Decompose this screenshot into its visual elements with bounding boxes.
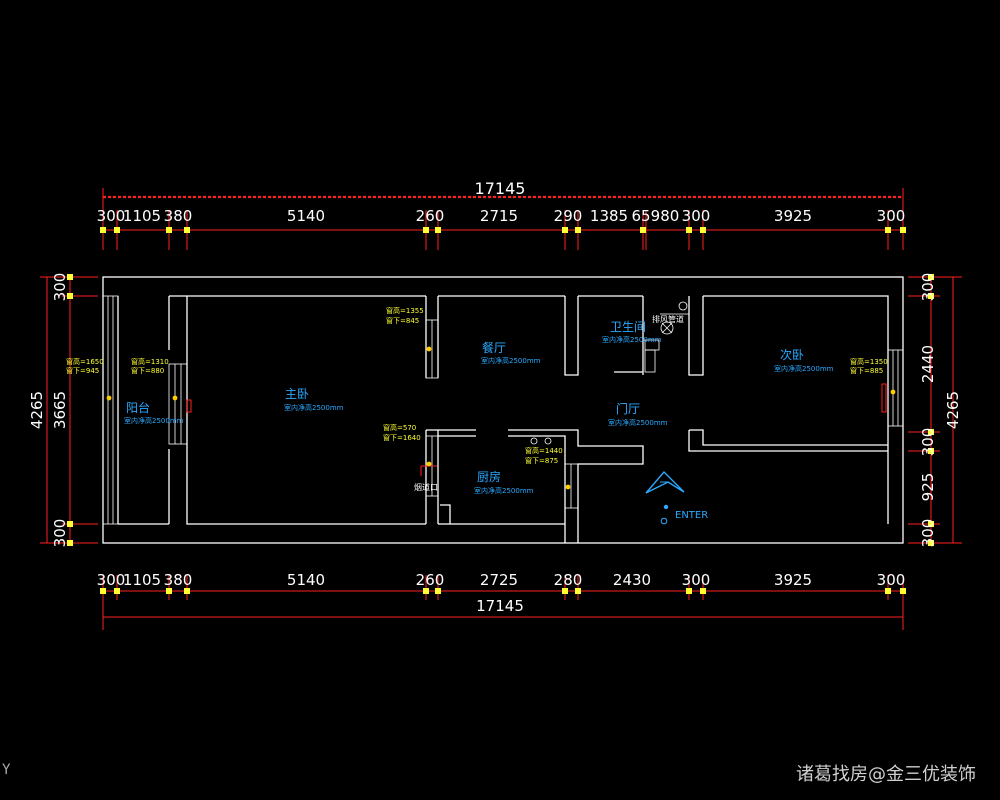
left-dimensions: 4265 300 3665 300	[28, 273, 98, 548]
dim-top-9: 65	[631, 207, 650, 225]
dim-bottom-9: 300	[682, 571, 711, 589]
enter-label: ENTER	[675, 510, 708, 521]
bottom-total-dimension: 17145	[476, 597, 524, 615]
entrance-arrow-icon	[645, 470, 685, 494]
room-name-dining: 餐厅	[482, 340, 506, 355]
kitchen-fixtures	[530, 437, 552, 445]
window-label-1-height: 窗高=1650	[66, 357, 104, 366]
dim-top-2: 1105	[123, 207, 161, 225]
window-label-5-sill: 窗下=875	[525, 456, 558, 465]
window-label-2-height: 窗高=1310	[131, 357, 169, 366]
dim-top-11: 300	[682, 207, 711, 225]
room-name-bath: 卫生间	[610, 320, 646, 334]
dim-right-1: 300	[919, 273, 937, 302]
flue-label: 烟道口	[414, 482, 438, 492]
right-dimensions: 300 2440 300 925 300 4265	[908, 273, 962, 548]
dim-top-1: 300	[97, 207, 126, 225]
dim-bottom-8: 2430	[613, 571, 651, 589]
kitchen-window	[564, 463, 579, 509]
balcony-window	[102, 295, 119, 525]
room-name-second: 次卧	[780, 348, 804, 362]
window-label-6-sill: 窗下=885	[850, 366, 883, 375]
window-label-4-sill: 窗下=1640	[383, 433, 421, 442]
window-label-3-sill: 窗下=845	[386, 316, 419, 325]
balcony-door	[168, 363, 188, 445]
room-height-bath: 室内净高2500mm	[602, 335, 662, 344]
top-dimensions: 17145 300 1105 380 5140 260 2715 290 138…	[97, 179, 906, 250]
room-name-kitchen: 厨房	[477, 469, 501, 484]
dim-top-10: 980	[651, 207, 680, 225]
dim-top-6: 2715	[480, 207, 518, 225]
window-markers	[106, 346, 896, 490]
window-label-4-height: 窗高=570	[383, 423, 416, 432]
room-name-balcony: 阳台	[126, 400, 150, 415]
dim-right-3: 300	[919, 428, 937, 457]
second-bedroom-window	[887, 349, 904, 427]
dim-left-1: 300	[51, 273, 69, 302]
dim-top-4: 5140	[287, 207, 325, 225]
entrance-marker: ENTER	[645, 470, 708, 525]
room-height-foyer: 室内净高2500mm	[608, 418, 668, 427]
dim-bottom-3: 380	[164, 571, 193, 589]
room-height-dining: 室内净高2500mm	[481, 356, 541, 365]
window-label-5-height: 窗高=1440	[525, 446, 563, 455]
right-total-dimension: 4265	[944, 391, 962, 429]
dim-bottom-11: 300	[877, 571, 906, 589]
room-height-master: 室内净高2500mm	[284, 403, 344, 412]
window-label-3-height: 窗高=1355	[386, 306, 424, 315]
room-height-second: 室内净高2500mm	[774, 364, 834, 373]
dim-top-13: 300	[877, 207, 906, 225]
watermark: 诸葛找房@金三优装饰	[796, 764, 976, 785]
dim-bottom-6: 2725	[480, 571, 518, 589]
dim-bottom-2: 1105	[123, 571, 161, 589]
exhaust-duct-label: 排风管道	[652, 314, 684, 324]
dim-top-5: 260	[416, 207, 445, 225]
window-label-2-sill: 窗下=880	[131, 366, 164, 375]
room-name-master: 主卧	[285, 387, 309, 401]
dim-right-5: 300	[919, 519, 937, 548]
corner-axis-label: Y	[2, 762, 11, 778]
exhaust-duct-icon	[660, 321, 674, 335]
dim-bottom-5: 260	[416, 571, 445, 589]
room-height-balcony: 室内净高2500mm	[124, 416, 184, 425]
window-label-1-sill: 窗下=945	[66, 366, 99, 375]
top-total-dimension: 17145	[475, 179, 526, 198]
walls	[102, 276, 904, 544]
dim-top-12: 3925	[774, 207, 812, 225]
dim-bottom-4: 5140	[287, 571, 325, 589]
dim-right-4: 925	[919, 473, 937, 502]
dim-bottom-10: 3925	[774, 571, 812, 589]
left-total-dimension: 4265	[28, 391, 46, 429]
room-height-kitchen: 室内净高2500mm	[474, 486, 534, 495]
window-label-6-height: 窗高=1350	[850, 357, 888, 366]
dim-left-2: 3665	[51, 391, 69, 429]
bathroom-fixtures	[644, 301, 689, 373]
dim-top-8: 1385	[590, 207, 628, 225]
dim-top-3: 380	[164, 207, 193, 225]
dim-bottom-1: 300	[97, 571, 126, 589]
dim-bottom-7: 280	[554, 571, 583, 589]
dim-left-3: 300	[51, 519, 69, 548]
dim-top-7: 290	[554, 207, 583, 225]
bottom-dimensions: 300 1105 380 5140 260 2725 280 2430 300 …	[97, 571, 906, 630]
dim-right-2: 2440	[919, 345, 937, 383]
room-name-foyer: 门厅	[616, 401, 640, 416]
